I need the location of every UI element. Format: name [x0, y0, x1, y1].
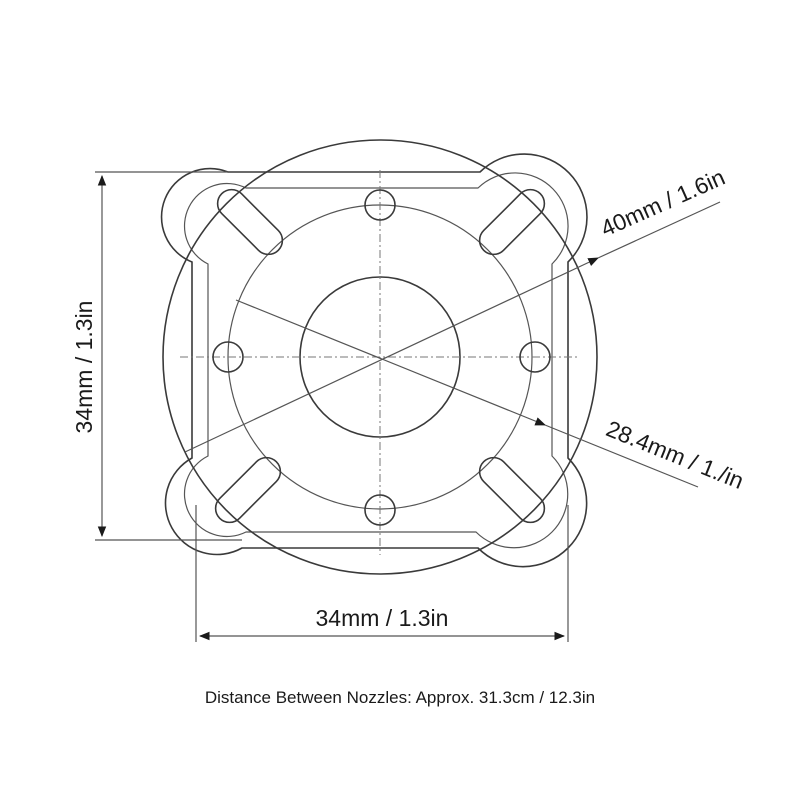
width-label: 34mm / 1.3in — [316, 605, 449, 631]
height-dimension — [95, 171, 242, 541]
flange-outline — [160, 153, 588, 568]
corner-slots — [214, 188, 546, 524]
width-dimension — [195, 505, 569, 642]
center-lines — [180, 170, 580, 555]
caption: Distance Between Nozzles: Approx. 31.3cm… — [204, 688, 596, 707]
outer-diameter-circle — [162, 139, 598, 575]
bolt-holes — [212, 189, 551, 526]
diameter-leaders — [184, 201, 721, 488]
height-label: 34mm / 1.3in — [71, 301, 97, 434]
inner-diameter-label: 28.4mm / 1./in — [603, 415, 748, 494]
outer-diameter-label: 40mm / 1.6in — [597, 164, 729, 242]
